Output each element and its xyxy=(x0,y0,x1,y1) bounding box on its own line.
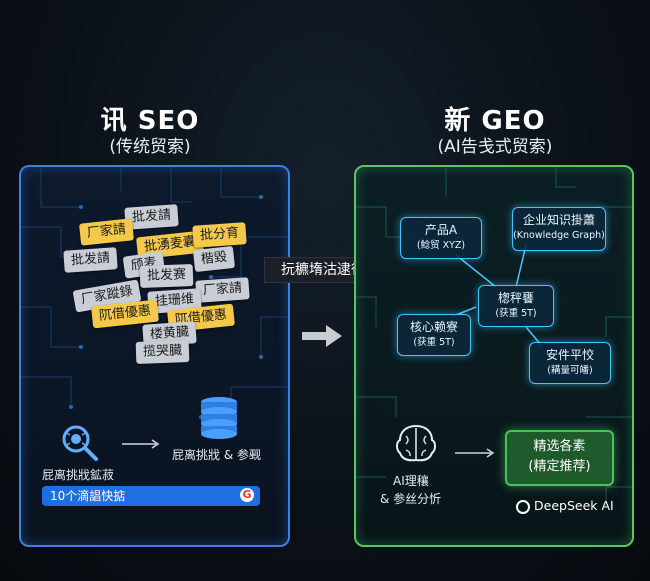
crawler-bug-icon xyxy=(62,425,98,461)
keyword-tag: 楷毀 xyxy=(192,245,236,273)
node-product: 产品A (鯰贸 XYZ) xyxy=(400,217,482,259)
node-core: 核心赖寮 (获重 5T) xyxy=(397,314,471,356)
keyword-tag: 批发赛 xyxy=(139,264,194,288)
ai-brain-icon xyxy=(396,424,436,462)
keyword-tag: 批发請 xyxy=(63,247,118,273)
node-kg-title: 企业知识掛蕭 xyxy=(522,213,595,227)
final-recommendation-node: 精选各素 (精定推荐) xyxy=(505,430,614,486)
ai-label-line2: & 参丝分忻 xyxy=(380,492,442,506)
search-results-text: 10个滴誯快掂 xyxy=(50,489,126,503)
geo-title: 新 GEO xyxy=(444,106,546,136)
node-core-title: 核心赖寮 xyxy=(409,320,458,334)
node-case: 安件平恔 (耩量可皤) xyxy=(529,342,611,384)
node-case-sub: (耩量可皤) xyxy=(547,365,593,376)
final-line2: (精定推荐) xyxy=(528,459,591,474)
ai-label-line1: AI理穰 xyxy=(393,474,429,488)
seo-subtitle: (传统贸索) xyxy=(109,137,191,157)
node-product-sub: (鯰贸 XYZ) xyxy=(416,240,466,251)
keyword-tag: 批分育 xyxy=(192,222,247,248)
node-knowledge-graph: 企业知识掛蕭 (Knowledge Graph) xyxy=(512,207,606,251)
node-kg-sub: (Knowledge Graph) xyxy=(513,230,605,241)
deepseek-logo-icon xyxy=(516,500,530,514)
node-center-sub: (获重 5T) xyxy=(495,308,537,319)
node-core-sub: (获重 5T) xyxy=(413,337,455,348)
node-center-title: 楤秤饔 xyxy=(497,291,534,305)
crawler-label: 屁离挑戕鉱菽 xyxy=(42,468,115,482)
database-label: 屁离挑戕 & 参觋 xyxy=(172,448,261,462)
final-line1: 精选各素 xyxy=(533,439,586,454)
node-case-title: 安件平恔 xyxy=(545,348,594,362)
keyword-tag: 厂家請 xyxy=(195,277,250,303)
database-icon xyxy=(201,397,237,439)
node-center: 楤秤饔 (获重 5T) xyxy=(478,285,554,327)
brand-name: DeepSeek AI xyxy=(534,498,614,513)
transition-arrow-icon xyxy=(302,325,342,347)
google-g-icon: G xyxy=(240,488,254,502)
search-results-bar[interactable]: 10个滴誯快掂 G xyxy=(42,486,260,506)
node-product-title: 产品A xyxy=(424,223,458,237)
flow-arrow-icon xyxy=(122,439,160,449)
seo-title: 讯 SEO xyxy=(100,106,200,136)
keyword-tag: 揽哭臓 xyxy=(135,340,190,364)
flow-arrow-icon xyxy=(455,448,495,458)
geo-subtitle: (AI告戋式贸索) xyxy=(437,137,553,157)
